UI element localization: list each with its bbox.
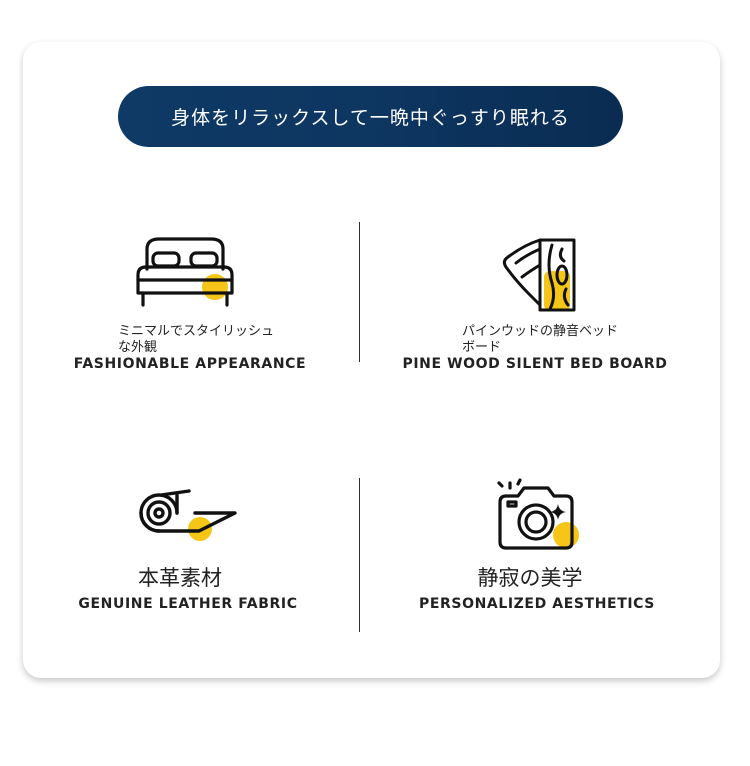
feature-1-en: FASHIONABLE APPEARANCE xyxy=(73,356,307,372)
headline-text: 身体をリラックスして一晩中ぐっすり眠れる xyxy=(171,107,570,129)
bed-icon xyxy=(135,235,235,311)
camera-icon xyxy=(496,478,586,554)
feature-4-en: PERSONALIZED AESTHETICS xyxy=(419,596,655,612)
feature-card xyxy=(23,42,720,678)
leather-roll-icon xyxy=(137,485,241,549)
feature-3-en: GENUINE LEATHER FABRIC xyxy=(78,596,298,612)
divider-bottom xyxy=(359,478,360,632)
feature-2-en: PINE WOOD SILENT BED BOARD xyxy=(402,356,668,372)
feature-1-jp: ミニマルでスタイリッシュな外観 xyxy=(118,324,275,355)
feature-3-jp: 本革素材 xyxy=(138,566,222,590)
divider-top xyxy=(359,222,360,362)
headline-banner: 身体をリラックスして一晩中ぐっすり眠れる xyxy=(118,86,623,147)
feature-2-jp: パインウッドの静音ベッドボード xyxy=(462,324,619,355)
wood-plank-icon xyxy=(500,235,580,315)
feature-4-jp: 静寂の美学 xyxy=(477,566,583,590)
